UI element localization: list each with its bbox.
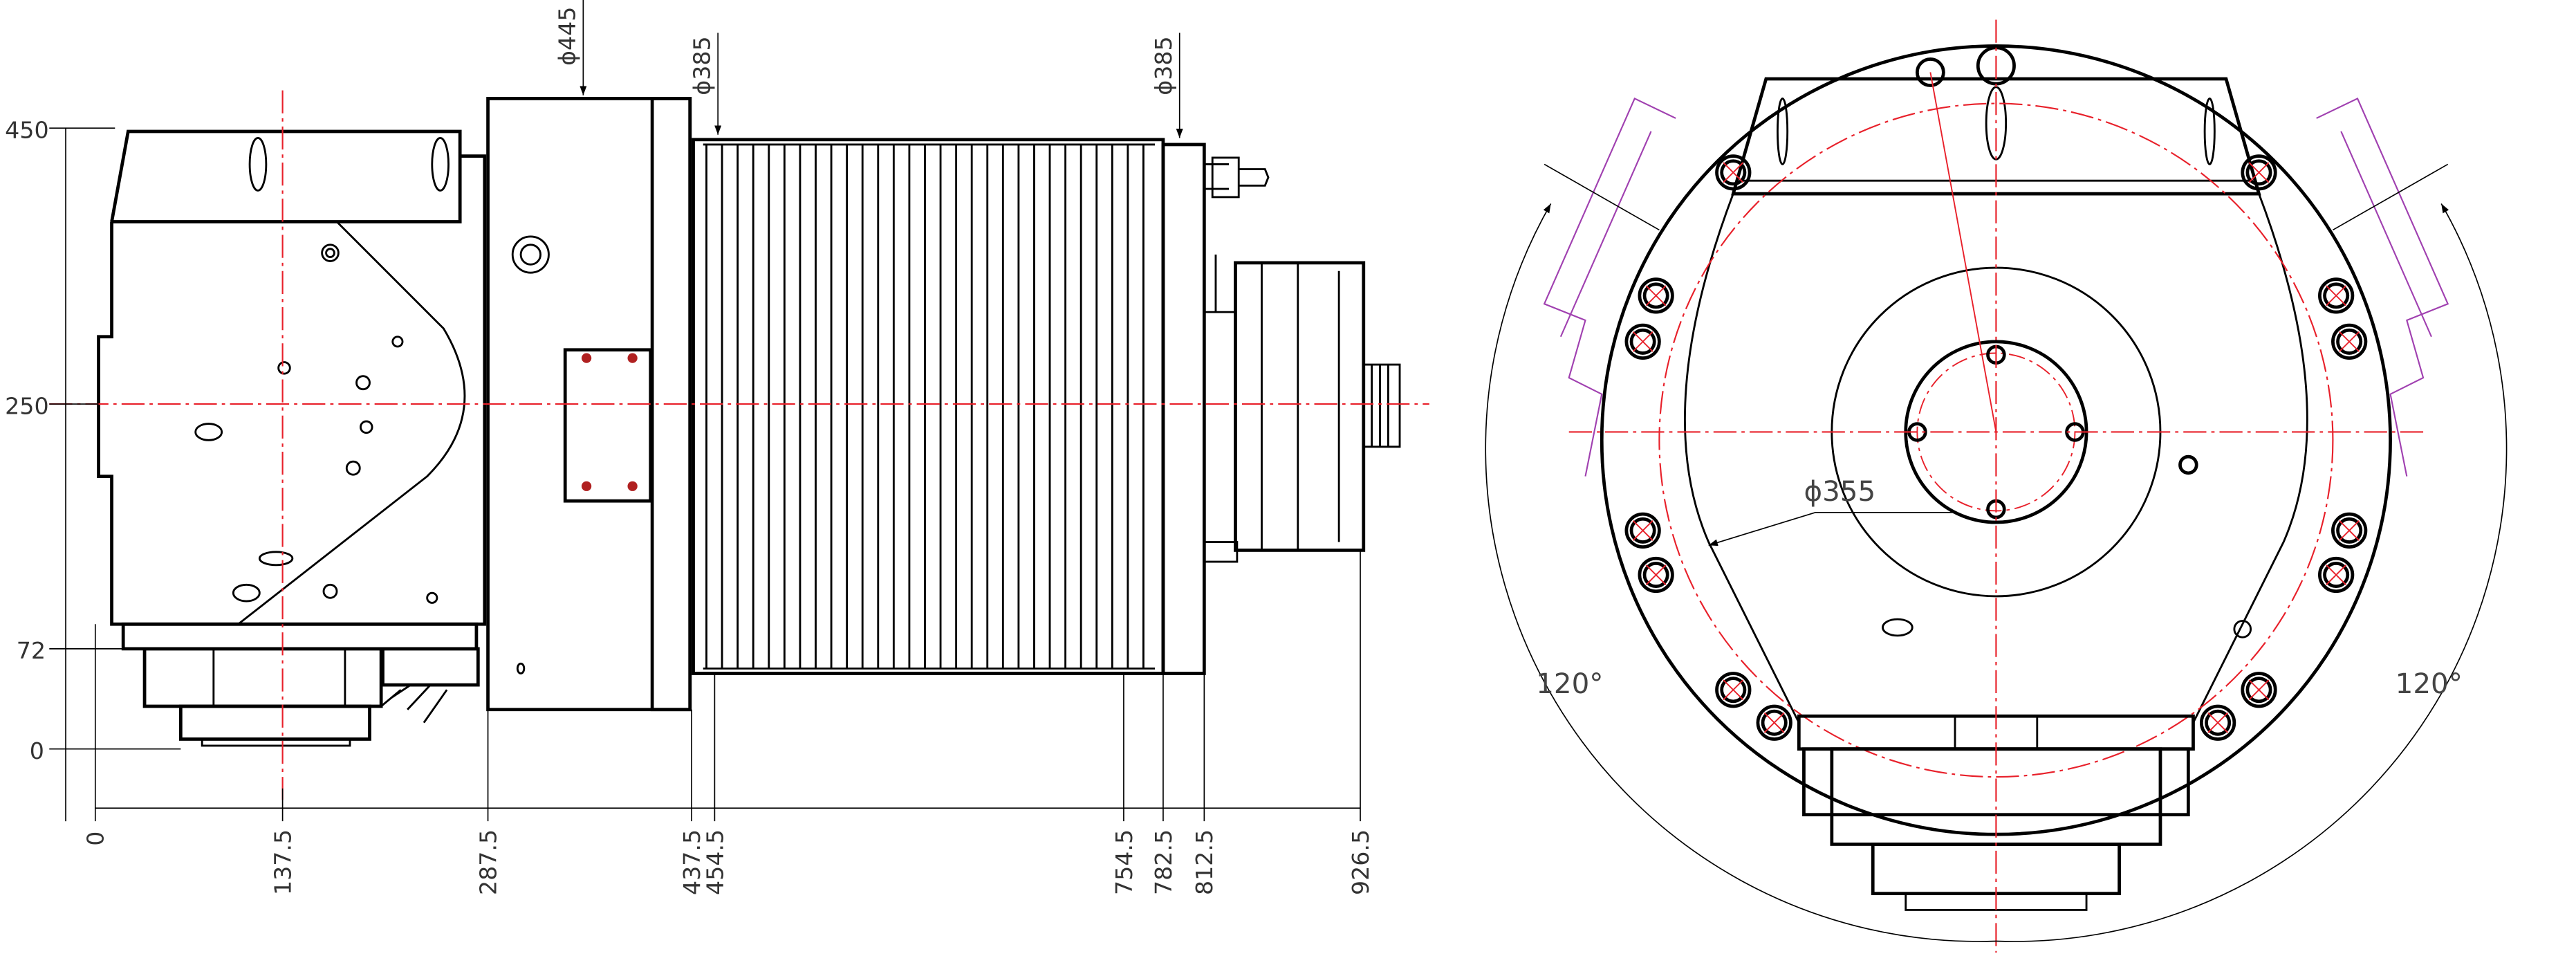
- bolt-hole: [1638, 277, 1674, 314]
- vdim-label: 450: [5, 116, 48, 143]
- bolt-hole: [2199, 704, 2236, 741]
- phantom-outline-right: [2316, 98, 2449, 477]
- bolt-hole: [2245, 159, 2272, 186]
- end-plate: [1161, 143, 1206, 675]
- hdim-label: 437.5: [678, 829, 705, 895]
- hdim-label: 754.5: [1111, 829, 1138, 895]
- angle-dimension-left: [1485, 203, 1996, 942]
- hdim-label: 287.5: [474, 829, 501, 895]
- bolt-hole: [1638, 556, 1674, 594]
- rear-housing: [97, 129, 487, 747]
- finned-stator: [692, 138, 1165, 675]
- flange: [486, 97, 692, 712]
- front-view: 120° 120° ϕ355: [1485, 19, 2508, 953]
- hdim-label: 926.5: [1347, 829, 1374, 895]
- bolt-circle: [1658, 102, 2334, 778]
- bolt-hole: [2323, 282, 2350, 309]
- bolt-hole: [1715, 154, 1752, 191]
- bolt-hole: [2241, 154, 2277, 191]
- bolt-hole: [2331, 512, 2368, 549]
- bolt-hole: [2323, 562, 2350, 589]
- angle-dimension-right: [1996, 203, 2508, 942]
- bolt-hole: [1715, 672, 1752, 708]
- bolt-holes: [1624, 154, 2368, 741]
- hdim-label: 782.5: [1150, 829, 1177, 895]
- bolt-hole: [2318, 277, 2355, 314]
- bolt-hole: [2241, 672, 2277, 708]
- diameter-callouts: ϕ445 ϕ385 ϕ385: [553, 0, 1183, 138]
- rear-connector: [1203, 156, 1401, 563]
- hdim-label: 812.5: [1191, 829, 1218, 895]
- bolt-hole: [1629, 517, 1656, 544]
- bolt-hole: [1756, 704, 1792, 741]
- diameter-label: ϕ445: [553, 7, 580, 66]
- phantom-outline-left: [1543, 98, 1676, 477]
- diameter-label: ϕ385: [1150, 36, 1177, 95]
- bolt-hole: [1624, 323, 1661, 360]
- diameter-label: ϕ385: [688, 36, 715, 95]
- vdim-label: 0: [30, 737, 44, 764]
- bolt-hole: [1642, 282, 1669, 309]
- diameter-label-355: ϕ355: [1804, 475, 1875, 508]
- bolt-hole: [2336, 517, 2363, 544]
- bolt-hole: [1642, 562, 1669, 589]
- hdim-label: 137.5: [269, 829, 296, 895]
- bolt-hole: [1720, 677, 1747, 704]
- bolt-hole: [1720, 159, 1747, 186]
- bolt-hole: [2205, 709, 2232, 736]
- hdim-label: 0: [82, 831, 109, 846]
- vdim-label: 250: [5, 392, 48, 419]
- bolt-hole: [1629, 328, 1656, 355]
- hdim-label: 454.5: [701, 829, 728, 895]
- bolt-hole: [1761, 709, 1788, 736]
- bolt-hole: [2331, 323, 2368, 360]
- angle-label-left: 120°: [1536, 668, 1603, 700]
- bolt-hole: [2336, 328, 2363, 355]
- angle-label-right: 120°: [2396, 668, 2463, 700]
- vdim-label: 72: [17, 637, 46, 664]
- bolt-hole: [2318, 556, 2355, 594]
- bolt-hole: [1624, 512, 1661, 549]
- bolt-hole: [2245, 677, 2272, 704]
- vertical-dimension: 450 250 72 0: [5, 116, 181, 822]
- diameter-leader: [1708, 511, 1956, 546]
